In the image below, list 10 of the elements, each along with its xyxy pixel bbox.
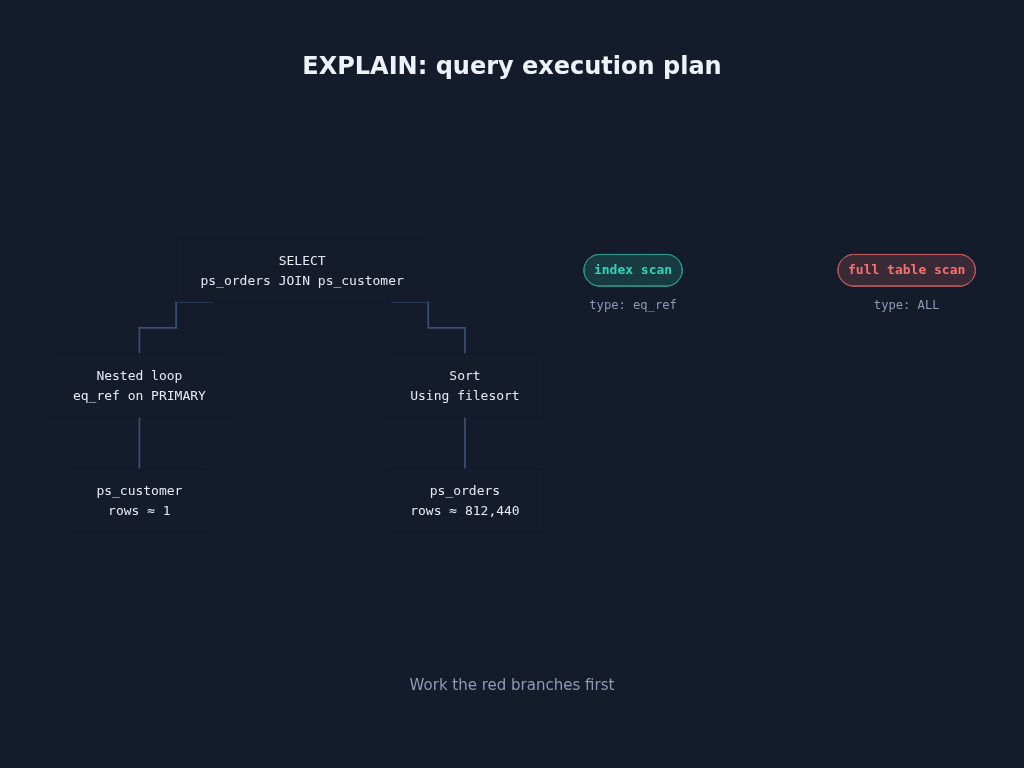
node-text: Sort Using filesort	[410, 367, 520, 403]
connector	[464, 415, 466, 470]
node-text: Nested loop eq_ref on PRIMARY	[72, 367, 206, 403]
connector	[138, 415, 141, 470]
node-note: type: eq_ref	[589, 297, 677, 312]
node-text: ps_orders rows ≈ 812,440	[410, 482, 520, 518]
caption: Work the red branches first	[408, 676, 616, 694]
diagram-title: EXPLAIN: query execution plan	[301, 52, 723, 80]
node-text: ps_customer rows ≈ 1	[96, 482, 183, 518]
node-note: type: ALL	[873, 297, 940, 312]
